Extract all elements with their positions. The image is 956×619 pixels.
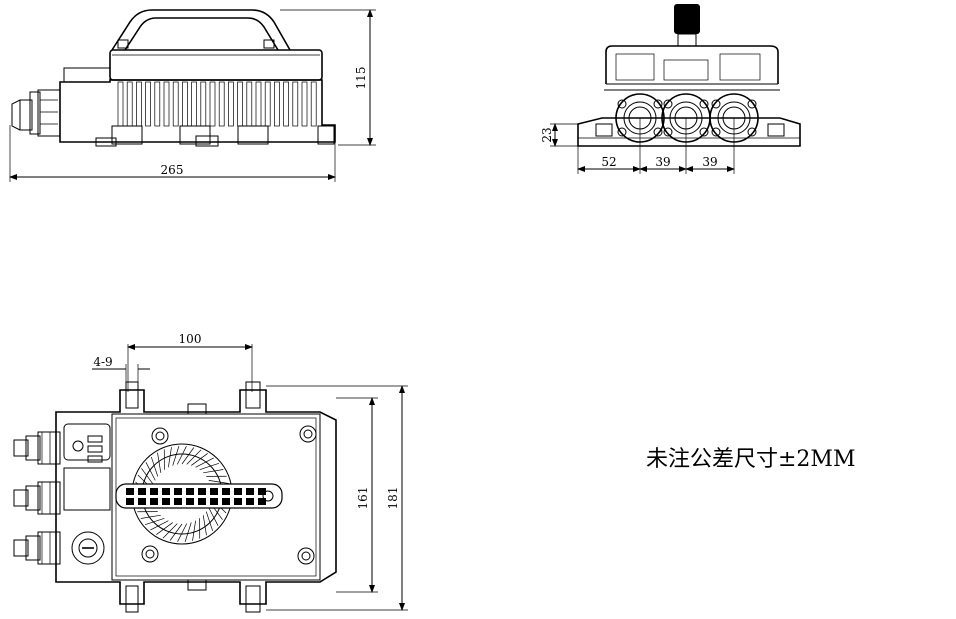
power-switch <box>71 531 105 565</box>
dim-front-mid2: 39 <box>702 155 717 169</box>
dim-top-slot: 4-9 <box>93 355 112 369</box>
side-dimensions: 265 115 <box>9 9 376 182</box>
dim-front-left: 52 <box>601 155 616 169</box>
tolerance-note: 未注公差尺寸±2MM <box>646 447 855 472</box>
dim-side-length: 265 <box>161 163 184 177</box>
dim-side-height: 115 <box>354 67 368 90</box>
indicator-leds <box>72 435 103 463</box>
front-view: 23 52 39 39 <box>540 4 801 174</box>
dim-top-inner-height: 161 <box>356 487 370 510</box>
dim-front-mid1: 39 <box>655 155 670 169</box>
dim-top-outer-height: 181 <box>386 487 400 510</box>
front-dimensions: 23 52 39 39 <box>540 118 735 174</box>
top-dimensions: 100 4-9 161 181 <box>92 332 408 611</box>
dim-top-spacing: 100 <box>179 332 202 346</box>
side-view: 265 115 <box>9 9 376 182</box>
dim-front-height: 23 <box>540 127 554 142</box>
top-view: 100 4-9 161 181 <box>13 332 408 613</box>
